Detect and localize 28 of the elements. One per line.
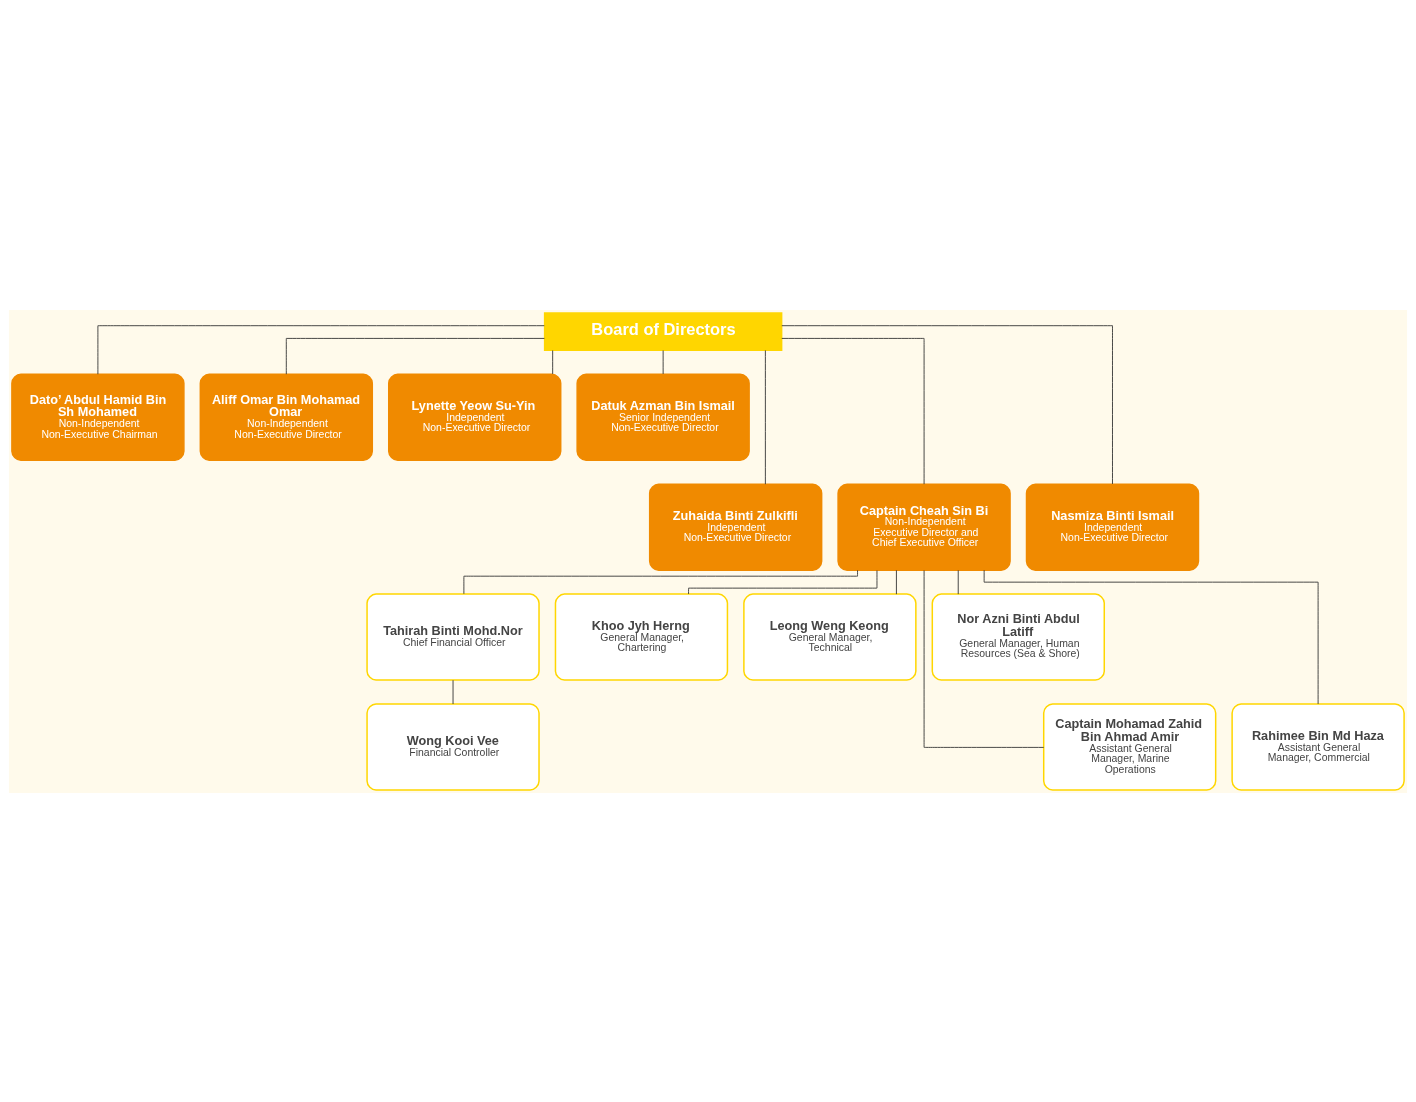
node-box: Captain Cheah Sin Bi Non-Independent Executive Director and Chief Executive Officer [837, 482, 1011, 571]
connector [923, 569, 1045, 748]
connector [552, 349, 554, 374]
node-box: Captain Mohamad Zahid Bin Ahmad Amir Assistant General Manager, Marine Operations [1042, 702, 1217, 791]
node-box: Wong Kooi Vee Financial Controller [366, 702, 540, 791]
connector [781, 337, 925, 485]
node-box: Nor Azni Binti Abdul Latiff General Manager, Human Resources (Sea & Shore) [931, 592, 1105, 681]
node-box: Aliff Omar Bin Mohamad Omar Non-Independent Non-Executive Director [199, 373, 374, 461]
connector [463, 569, 858, 594]
connector [983, 569, 1319, 704]
node-box: Nasmiza Binti Ismail Independent Non-Executive Director [1025, 482, 1200, 571]
node-box: Leong Weng Keong General Manager, Technical [743, 592, 917, 681]
connector [688, 569, 878, 594]
connector [97, 324, 545, 375]
connector [662, 349, 664, 374]
node-box: Dato’ Abdul Hamid Bin Sh Mohamed Non-Independent Non-Executive Chairman [11, 373, 185, 461]
node-box: Rahimee Bin Md Haza Assistant General Manager, Commercial [1231, 702, 1405, 791]
node-box: Datuk Azman Bin Ismail Senior Independent Non-Executive Director [576, 373, 750, 461]
node-box: Board of Directors [543, 311, 783, 351]
node-box: Tahirah Binti Mohd.Nor Chief Financial Officer [366, 592, 540, 681]
connector [957, 569, 959, 595]
node-box: Lynette Yeow Su-Yin Independent Non-Executive Director [388, 373, 562, 461]
connector [781, 324, 1113, 484]
connector [895, 569, 897, 595]
node-box: Khoo Jyh Herng General Manager, Chartering [554, 592, 729, 681]
node-box: Zuhaida Binti Zulkifli Independent Non-Executive Director [648, 482, 823, 571]
connector [285, 337, 545, 375]
connector [764, 349, 766, 485]
